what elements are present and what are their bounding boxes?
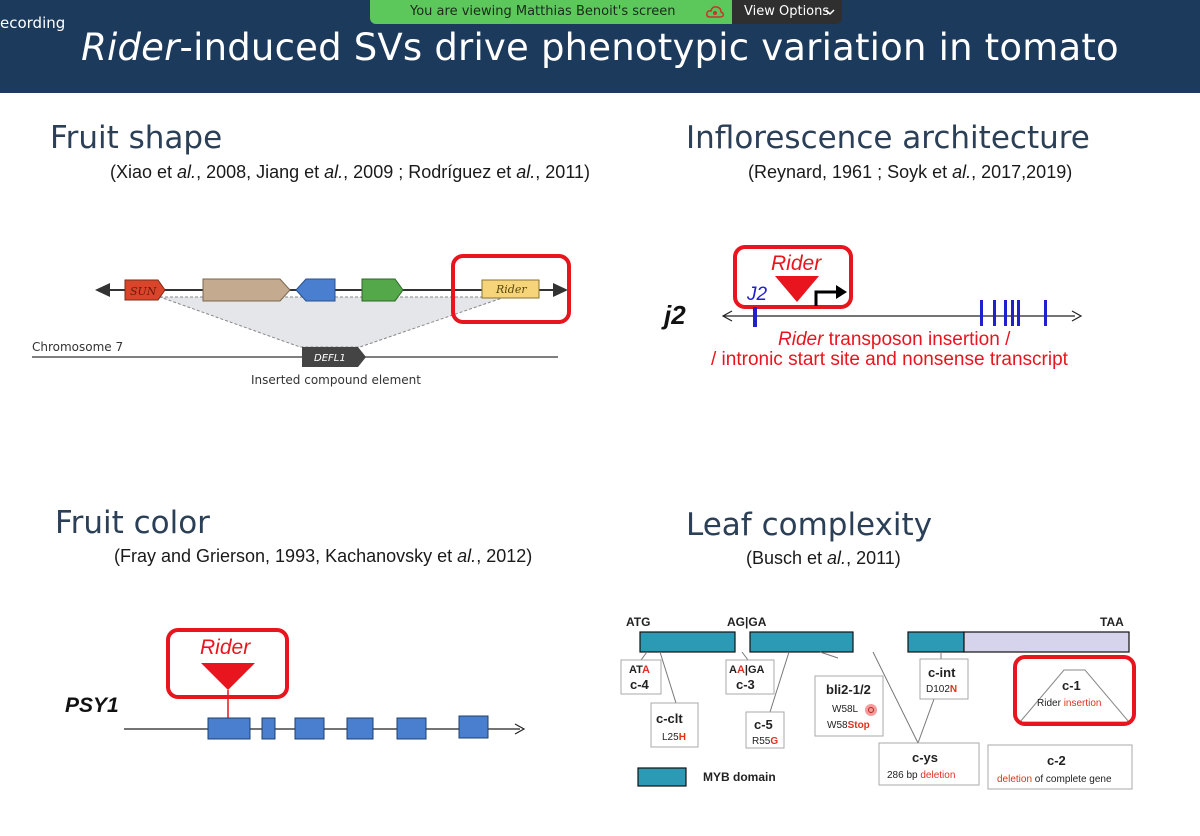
- rider-triangle: [775, 276, 819, 302]
- leaf-complexity-diagram: ATG AG|GA TAA ATA c-4 AA|GA c-: [620, 615, 1136, 790]
- rider-highlight-box: [733, 245, 853, 309]
- mutation-connectors: [640, 651, 942, 744]
- c1-highlight-box: [1013, 655, 1136, 726]
- fruit-shape-title: Fruit shape: [50, 120, 223, 156]
- cloud-icon: [706, 6, 724, 18]
- view-options-label: View Options: [744, 4, 830, 19]
- left-arrowhead: [95, 283, 110, 297]
- rider-label: Rider: [771, 252, 822, 275]
- c-clt-box: c-clt L25H: [650, 702, 699, 748]
- svg-text:ATA: ATA: [629, 664, 650, 676]
- svg-text:deletion of complete gene: deletion of complete gene: [997, 774, 1112, 785]
- svg-text:L25H: L25H: [662, 732, 686, 743]
- insertion-description-line2: / intronic start site and nonsense trans…: [711, 349, 1069, 370]
- svg-text:c-5: c-5: [754, 717, 773, 732]
- svg-text:AA|GA: AA|GA: [729, 664, 765, 676]
- gene-rider-shape: [481, 279, 540, 299]
- svg-text:R55G: R55G: [752, 736, 778, 747]
- svg-text:W58L: W58L: [832, 704, 859, 715]
- j2-exon-marker: [753, 307, 757, 327]
- fruit-color-citation: (Fray and Grierson, 1993, Kachanovsky et…: [114, 546, 533, 566]
- screen-share-text: You are viewing Matthias Benoit's screen: [410, 4, 676, 19]
- svg-text:c-int: c-int: [928, 665, 956, 680]
- c3-box: AA|GA c-3: [725, 659, 775, 695]
- inflorescence-citation: (Reynard, 1961 ; Soyk et al., 2017,2019): [748, 162, 1073, 182]
- fruit-color-title: Fruit color: [55, 505, 210, 541]
- svg-text:c-ys: c-ys: [912, 750, 938, 765]
- gene-name: j2: [661, 300, 686, 330]
- atg-label: ATG: [626, 615, 650, 629]
- leaf-complexity-citation: (Busch et al., 2011): [746, 548, 901, 568]
- svg-text:286 bp deletion: 286 bp deletion: [887, 770, 955, 781]
- recording-indicator: ecording: [0, 14, 66, 32]
- c2-box: c-2 deletion of complete gene: [987, 744, 1133, 790]
- gene-blue-shape: [295, 278, 336, 302]
- insertion-description-line1: Rider transposon insertion /: [778, 329, 1011, 350]
- screen-share-banner: You are viewing Matthias Benoit's screen: [370, 0, 732, 24]
- svg-text:bli2-1/2: bli2-1/2: [826, 682, 871, 697]
- leaf-complexity-title: Leaf complexity: [686, 507, 933, 543]
- inflorescence-title: Inflorescence architecture: [686, 120, 1090, 156]
- tss-arrowhead: [836, 285, 847, 299]
- svg-text:c-3: c-3: [736, 677, 755, 692]
- j2-marker-label: J2: [746, 284, 768, 305]
- myb-exons: [639, 631, 965, 653]
- right-arrowhead: [553, 283, 568, 297]
- c-int-box: c-int D102N: [919, 658, 969, 700]
- compound-element-caption: Inserted compound element: [251, 373, 421, 387]
- gene-axis-right-arrow: [1071, 310, 1083, 322]
- slide-title: Rider-induced SVs drive phenotypic varia…: [0, 26, 1200, 69]
- c1-exon-region: [963, 631, 1130, 653]
- myb-legend-swatch: [637, 767, 687, 787]
- gene-sun-label: SUN: [130, 285, 157, 298]
- exon-ticks: [980, 300, 1047, 326]
- tss-arrow-icon: [814, 290, 838, 306]
- svg-text:c-1: c-1: [1062, 678, 1081, 693]
- title-rest: -induced SVs drive phenotypic variation …: [179, 26, 1119, 69]
- chromosome-label: Chromosome 7: [32, 340, 123, 354]
- inflorescence-diagram: Rider J2 j2 Rider transposon insertion /…: [661, 245, 1083, 370]
- aggа-label: AG|GA: [727, 615, 767, 629]
- fruit-color-diagram: Rider PSY1: [65, 628, 526, 740]
- svg-text:c-2: c-2: [1047, 753, 1066, 768]
- gene-rider-label: Rider: [495, 283, 527, 296]
- rider-triangle: [201, 663, 255, 690]
- svg-text:D102N: D102N: [926, 684, 957, 695]
- c4-box: ATA c-4: [620, 659, 662, 695]
- gene-name: PSY1: [65, 694, 119, 717]
- gene-green-shape: [361, 278, 404, 302]
- view-options-button[interactable]: View Options: [732, 0, 842, 24]
- fruit-shape-diagram: SUN Rider Chromosome 7 DEFL1 Inserted co…: [32, 254, 571, 387]
- gene-sun-shape: [124, 279, 166, 301]
- myb-legend-label: MYB domain: [703, 770, 776, 784]
- c1-box: c-1 Rider insertion: [1013, 655, 1136, 726]
- exons: [207, 715, 489, 740]
- svg-text:c-clt: c-clt: [656, 711, 683, 726]
- fruit-shape-citation: (Xiao et al., 2008, Jiang et al., 2009 ;…: [110, 162, 590, 182]
- gene-brown-shape: [202, 278, 291, 302]
- svg-text:c-4: c-4: [630, 677, 650, 692]
- rider-highlight-box: [451, 254, 571, 324]
- svg-text:W58Stop: W58Stop: [827, 720, 870, 731]
- rider-label: Rider: [200, 636, 251, 659]
- title-italic: Rider: [81, 26, 180, 69]
- taa-label: TAA: [1100, 615, 1124, 629]
- gene-axis-left-arrow: [721, 310, 733, 322]
- c-ys-box: c-ys 286 bp deletion: [878, 742, 980, 786]
- bli2-box: bli2-1/2 W58L W58Stop: [814, 675, 884, 737]
- defl1-label: DEFL1: [314, 353, 346, 364]
- cursor-highlight-icon: [865, 704, 877, 716]
- svg-text:Rider insertion: Rider insertion: [1037, 698, 1102, 709]
- defl1-shape: [302, 347, 366, 367]
- gene-axis-arrowhead: [514, 723, 526, 735]
- c5-box: c-5 R55G: [745, 711, 785, 749]
- chevron-down-icon: [825, 9, 835, 16]
